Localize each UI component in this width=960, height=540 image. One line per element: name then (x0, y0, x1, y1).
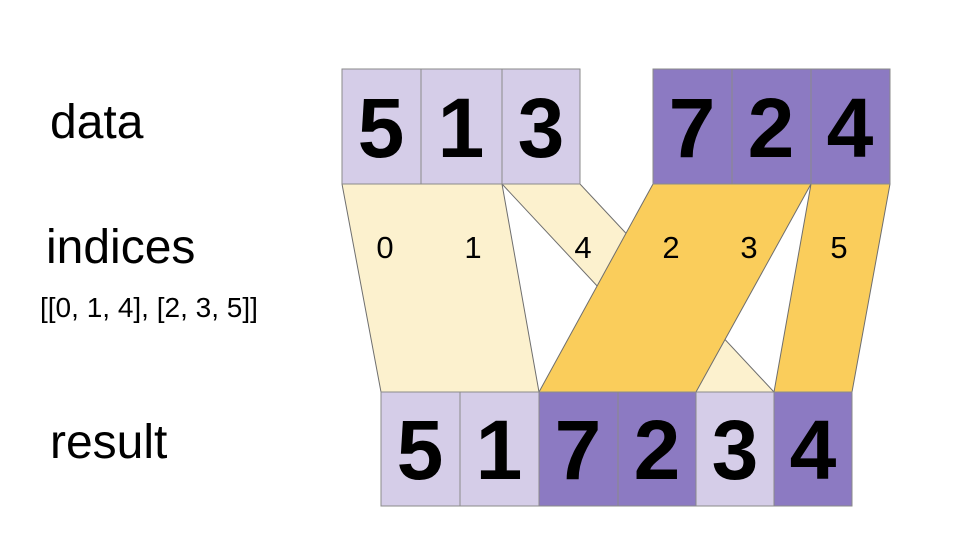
data-cell (420, 68, 503, 185)
result-cell-value: 1 (476, 403, 523, 497)
index-label: 0 (376, 230, 393, 265)
data-cell (810, 68, 891, 185)
data-cell (501, 68, 581, 185)
result-cell-value: 5 (397, 403, 444, 497)
index-label: 3 (740, 230, 757, 265)
index-label: 4 (574, 230, 591, 265)
result-cell (459, 391, 540, 507)
data-cell-value: 3 (518, 81, 565, 175)
result-cell-value: 2 (634, 403, 681, 497)
index-label: 2 (662, 230, 679, 265)
indices-value-label: [[0, 1, 4], [2, 3, 5]] (40, 292, 258, 323)
data-cell-value: 5 (358, 81, 405, 175)
data-cell-value: 1 (438, 81, 485, 175)
data-cell-value: 4 (827, 81, 874, 175)
result-cell-value: 3 (712, 403, 759, 497)
data-cell-value: 2 (748, 81, 795, 175)
indices-row-label: indices (46, 221, 195, 274)
result-cell (380, 391, 461, 507)
result-row-label: result (50, 416, 167, 469)
data-row-label: data (50, 96, 144, 149)
result-cell-value: 4 (790, 403, 837, 497)
result-cell-value: 7 (555, 403, 602, 497)
data-cell (731, 68, 812, 185)
data-cell (652, 68, 733, 185)
index-label: 1 (464, 230, 481, 265)
ribbon-indices-0-1 (341, 183, 540, 393)
result-cell (695, 391, 775, 507)
result-cell (773, 391, 853, 507)
index-label: 5 (830, 230, 847, 265)
result-cell (617, 391, 697, 507)
data-cell-value: 7 (669, 81, 716, 175)
